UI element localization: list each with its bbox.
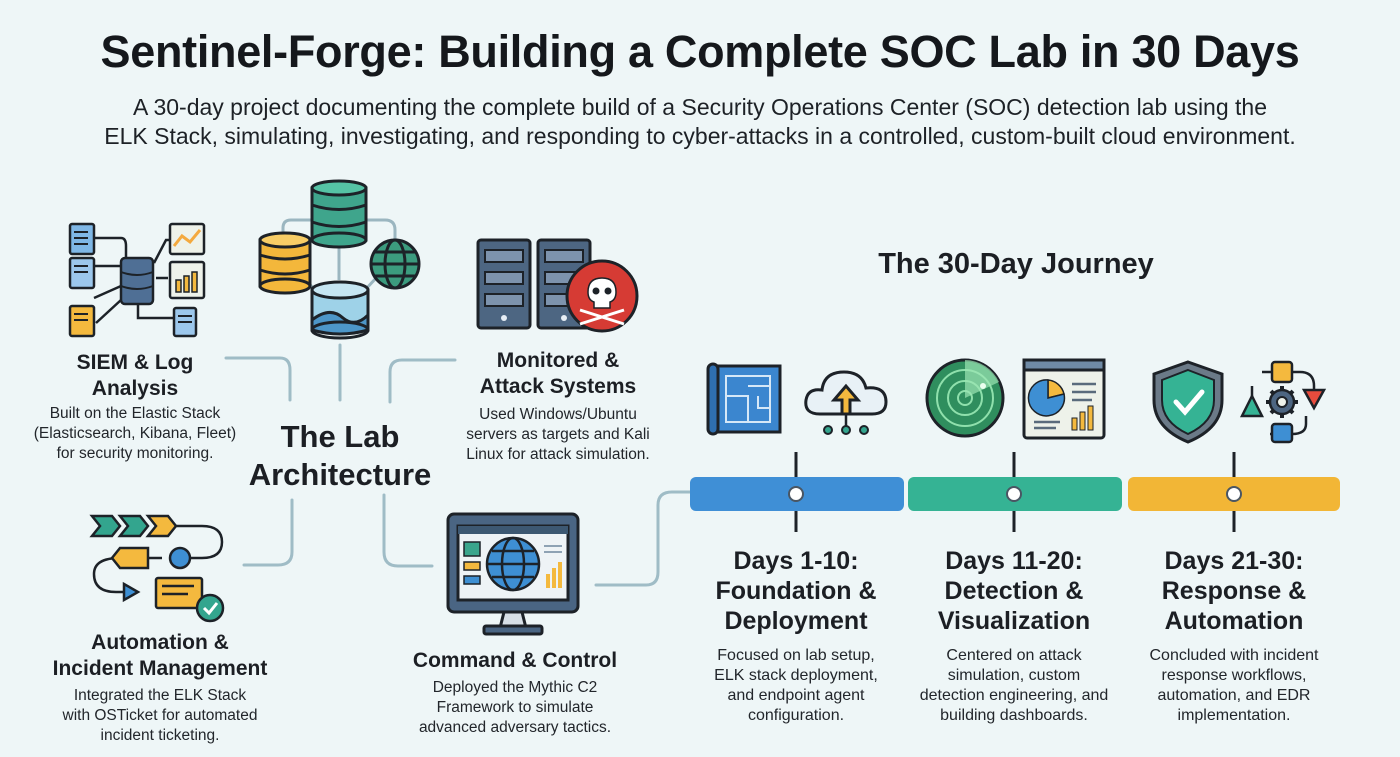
- desc-line: detection engineering, and: [919, 687, 1109, 704]
- workflow-icon: [89, 514, 225, 623]
- desc-line: building dashboards.: [940, 707, 1088, 724]
- heading-line: Command & Control: [412, 649, 618, 672]
- siem-description: Built on the Elastic Stack (Elasticsearc…: [30, 404, 240, 464]
- heading-line: Architecture: [248, 457, 432, 492]
- timeline-node: [788, 486, 804, 502]
- heading-line: Monitored &: [496, 349, 620, 372]
- heading-line: Response &: [1161, 577, 1307, 605]
- automation-heading: Automation & Incident Management: [30, 630, 290, 682]
- desc-line: (Elasticsearch, Kibana, Fleet): [33, 425, 237, 442]
- desc-line: Framework to simulate: [436, 699, 594, 716]
- desc-line: servers as targets and Kali: [466, 426, 650, 443]
- heading-line: Analysis: [91, 377, 179, 400]
- monitor-globe-icon: [446, 512, 580, 636]
- phase-3-description: Concluded with incident response workflo…: [1124, 646, 1344, 726]
- log-pipeline-icon: [68, 222, 206, 338]
- heading-line: Days 1-10:: [733, 547, 859, 575]
- heading-line: Automation &: [91, 631, 229, 654]
- c2-heading: Command & Control: [400, 648, 630, 674]
- phase-2-description: Centered on attack simulation, custom de…: [900, 646, 1128, 726]
- desc-line: implementation.: [1177, 707, 1291, 724]
- desc-line: ELK stack deployment,: [714, 667, 878, 684]
- page-subtitle: A 30-day project documenting the complet…: [40, 93, 1360, 151]
- phase-1-description: Focused on lab setup, ELK stack deployme…: [686, 646, 906, 726]
- desc-line: and endpoint agent: [727, 687, 865, 704]
- siem-heading: SIEM & Log Analysis: [40, 350, 230, 402]
- desc-line: Centered on attack: [946, 647, 1082, 664]
- heading-line: Attack Systems: [479, 375, 637, 398]
- gear-cycle-icon: [1239, 360, 1327, 444]
- phase-1-heading: Days 1-10: Foundation & Deployment: [686, 546, 906, 636]
- desc-line: Concluded with incident: [1149, 647, 1319, 664]
- server-attack-icon: [476, 238, 639, 333]
- page-title: Sentinel-Forge: Building a Complete SOC …: [100, 26, 1300, 77]
- timeline-node: [1226, 486, 1242, 502]
- automation-description: Integrated the ELK Stack with OSTicket f…: [40, 686, 280, 746]
- heading-line: The Lab: [280, 419, 400, 454]
- database-cluster-icon: [258, 179, 421, 340]
- desc-line: advanced adversary tactics.: [418, 719, 612, 736]
- desc-line: for security monitoring.: [56, 445, 214, 462]
- desc-line: with OSTicket for automated: [62, 707, 258, 724]
- desc-line: Linux for attack simulation.: [466, 446, 650, 463]
- desc-line: incident ticketing.: [100, 727, 220, 744]
- lab-architecture-title: The Lab Architecture: [230, 418, 450, 494]
- desc-line: configuration.: [747, 707, 845, 724]
- heading-line: Incident Management: [52, 657, 268, 680]
- radar-icon: [925, 358, 1005, 438]
- desc-line: Built on the Elastic Stack: [49, 405, 221, 422]
- desc-line: response workflows,: [1161, 667, 1307, 684]
- c2-description: Deployed the Mythic C2 Framework to simu…: [405, 678, 625, 738]
- timeline-node: [1006, 486, 1022, 502]
- phase-3-heading: Days 21-30: Response & Automation: [1124, 546, 1344, 636]
- monitored-heading: Monitored & Attack Systems: [458, 348, 658, 400]
- heading-line: Detection &: [944, 577, 1084, 605]
- phase-2-heading: Days 11-20: Detection & Visualization: [904, 546, 1124, 636]
- heading-line: Automation: [1164, 607, 1304, 635]
- desc-line: Integrated the ELK Stack: [73, 687, 247, 704]
- dashboard-icon: [1022, 358, 1106, 440]
- shield-check-icon: [1152, 360, 1224, 444]
- desc-line: Used Windows/Ubuntu: [479, 406, 637, 423]
- blueprint-icon: [706, 362, 782, 436]
- heading-line: Deployment: [724, 607, 868, 635]
- desc-line: simulation, custom: [947, 667, 1081, 684]
- desc-line: Deployed the Mythic C2: [432, 679, 598, 696]
- monitored-description: Used Windows/Ubuntu servers as targets a…: [446, 405, 670, 465]
- journey-title: The 30-Day Journey: [878, 248, 1154, 280]
- cloud-upload-icon: [804, 370, 888, 435]
- subtitle-line: A 30-day project documenting the complet…: [132, 94, 1268, 120]
- heading-line: Days 21-30:: [1164, 547, 1304, 575]
- desc-line: Focused on lab setup,: [717, 647, 875, 664]
- heading-line: Days 11-20:: [945, 547, 1083, 575]
- subtitle-line: ELK Stack, simulating, investigating, an…: [104, 123, 1296, 149]
- heading-line: SIEM & Log: [76, 351, 194, 374]
- heading-line: Foundation &: [715, 577, 877, 605]
- desc-line: automation, and EDR: [1157, 687, 1311, 704]
- heading-line: Visualization: [937, 607, 1091, 635]
